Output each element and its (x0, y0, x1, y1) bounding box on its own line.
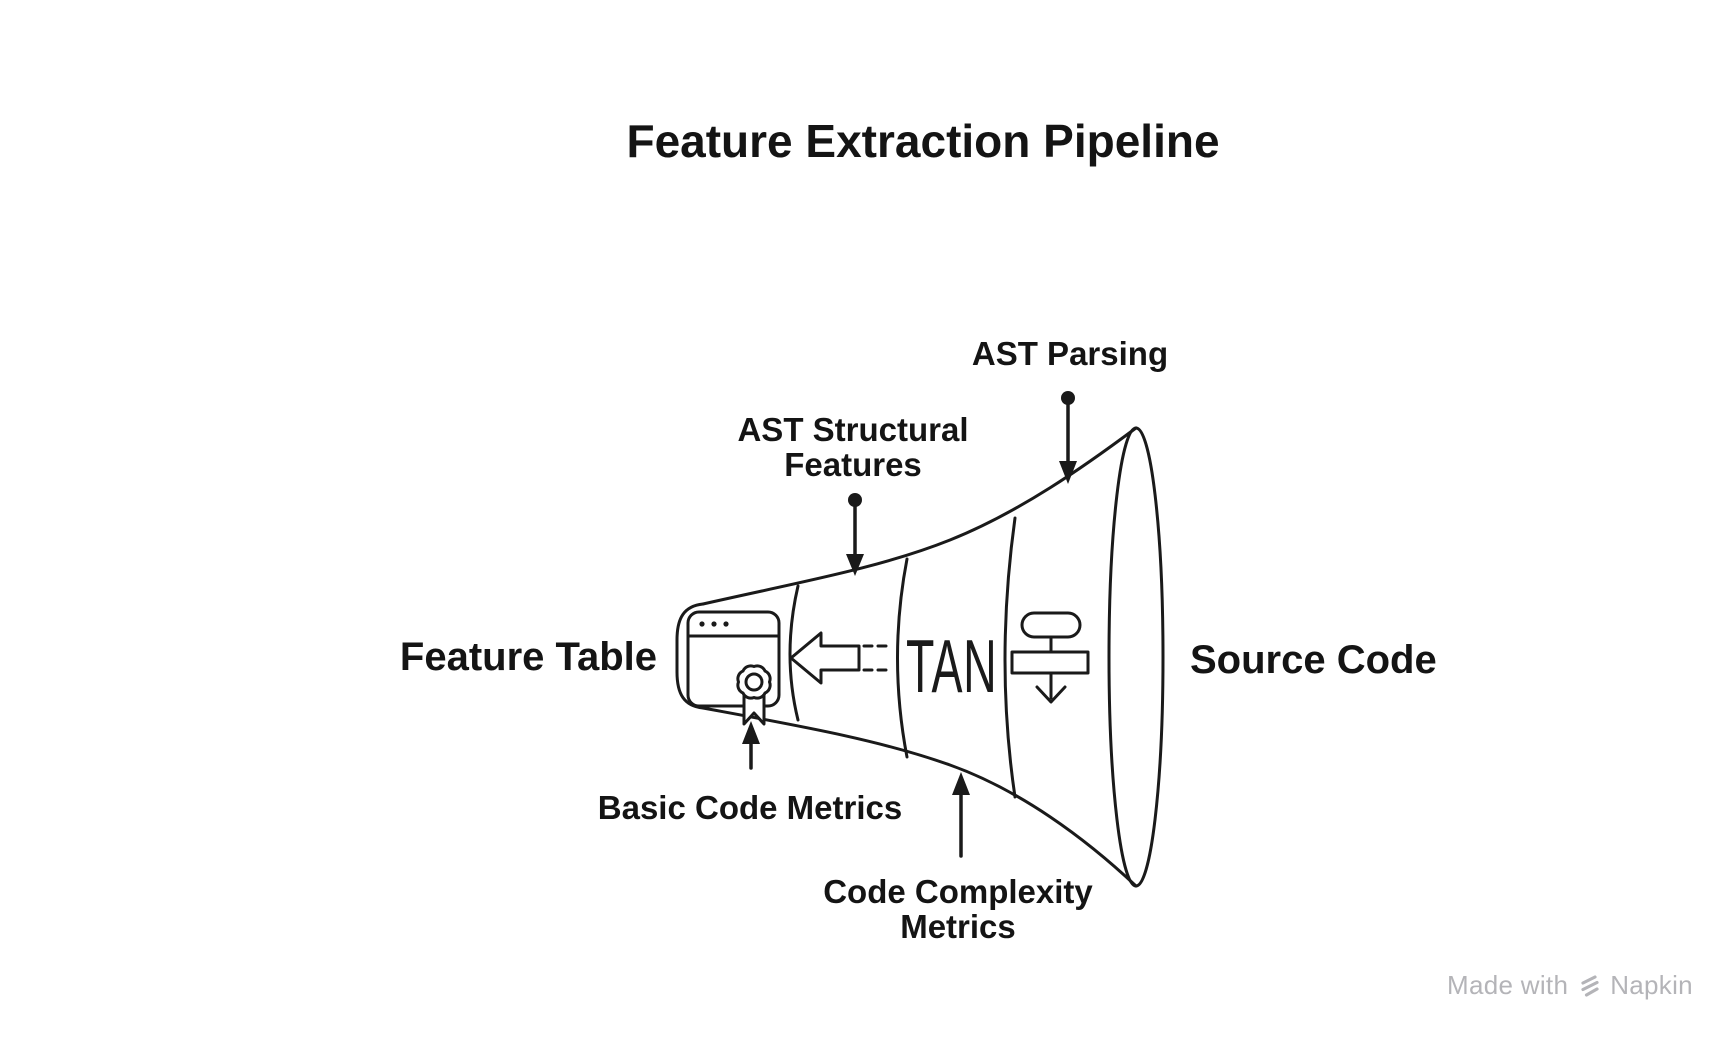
label-code-complexity-line2: Metrics (900, 908, 1016, 945)
ast-parsing-pointer-arrow (1059, 391, 1077, 484)
watermark-prefix: Made with (1447, 970, 1569, 1000)
funnel-inner-text: TAN (906, 626, 997, 709)
label-source-code: Source Code (1190, 638, 1437, 682)
funnel-left-cap (675, 602, 705, 710)
label-code-complexity-metrics: Code Complexity Metrics (823, 874, 1093, 944)
basic-code-metrics-pointer-arrow (742, 721, 760, 770)
funnel-outline (675, 426, 1165, 888)
certificate-ribbon (742, 692, 766, 726)
label-ast-structural-line1: AST Structural (737, 411, 969, 448)
label-code-complexity-line1: Code Complexity (823, 873, 1093, 910)
certificate-rosette (736, 664, 772, 700)
funnel-top-edge (701, 426, 1138, 606)
page-title: Feature Extraction Pipeline (626, 114, 1220, 167)
label-ast-structural-features: AST Structural Features (737, 412, 968, 482)
label-ast-structural-line2: Features (784, 446, 922, 483)
label-feature-table: Feature Table (399, 635, 657, 679)
napkin-logo-icon (1581, 974, 1599, 997)
funnel-bell-rim (1107, 426, 1165, 888)
label-basic-code-metrics: Basic Code Metrics (597, 789, 903, 826)
arrow-left-icon (789, 631, 888, 685)
svg-text:TAN: TAN (906, 626, 997, 709)
browser-window-certificate-icon (686, 610, 781, 726)
funnel-dividers (788, 516, 1017, 799)
funnel-bottom-edge (701, 706, 1138, 888)
flowchart-process-icon (1010, 611, 1090, 704)
code-complexity-pointer-arrow (952, 772, 970, 858)
watermark-brand: Napkin (1610, 970, 1693, 1000)
label-ast-parsing: AST Parsing (971, 335, 1169, 372)
watermark: Made with Napkin (1447, 970, 1693, 1001)
ast-structural-pointer-arrow (846, 493, 864, 576)
